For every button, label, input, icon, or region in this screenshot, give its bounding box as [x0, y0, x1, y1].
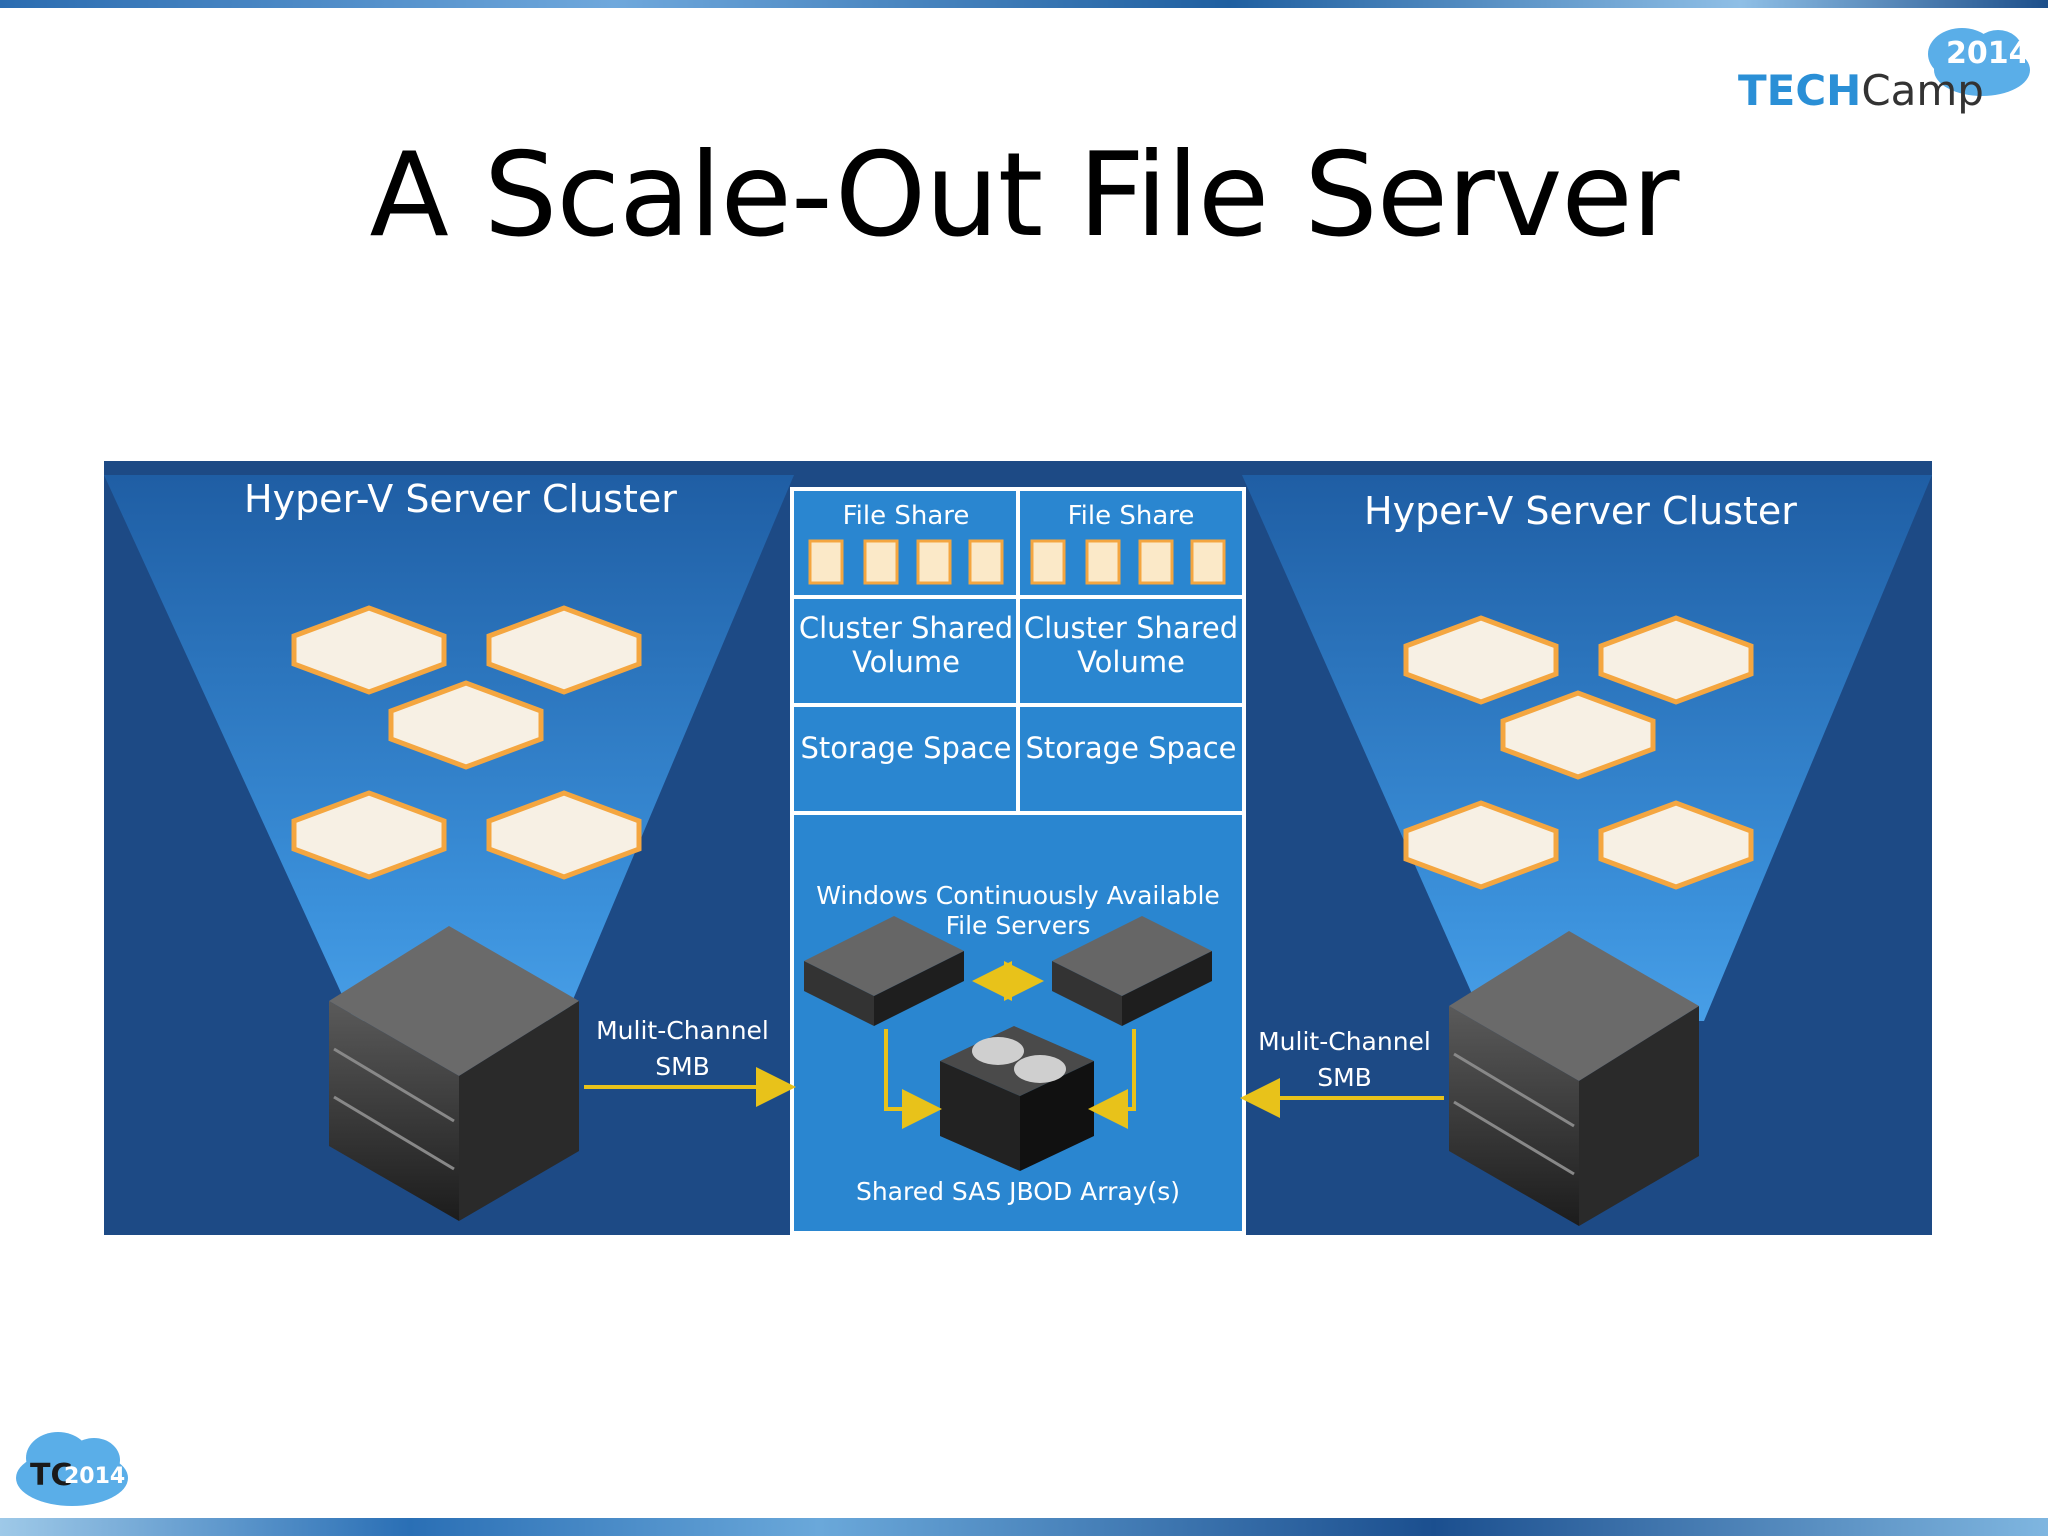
connectors — [584, 961, 1444, 1129]
right-smb-line-2: SMB — [1317, 1063, 1372, 1092]
jbod-array — [940, 1026, 1094, 1171]
center-cell-right: File Share Cluster Shared Volume Storage… — [1020, 491, 1242, 813]
left-smb-label: Mulit-Channel SMB — [580, 1013, 785, 1085]
bottom-decorative-band — [0, 1518, 2048, 1536]
left-cluster-title: Hyper-V Server Cluster — [244, 477, 677, 521]
footer-cloud-icon — [16, 1432, 128, 1506]
left-server-rack — [329, 926, 579, 1221]
logo-tech: TECH — [1738, 66, 1862, 115]
file-servers-line-1: Windows Continuously Available — [816, 881, 1220, 910]
file-share-label: File Share — [1067, 501, 1195, 531]
right-smb-line-1: Mulit-Channel — [1258, 1027, 1431, 1056]
right-vm-boxes — [1403, 615, 1754, 890]
csv-label-line-2: Volume — [1077, 645, 1185, 679]
techcamp-logo: 2014 TECHCamp — [1730, 14, 2030, 124]
csv-label-line-1: Cluster Shared — [1023, 611, 1239, 645]
left-vm-boxes — [291, 605, 642, 880]
file-icons — [808, 539, 1226, 585]
logo-wordmark: TECHCamp — [1738, 66, 1984, 115]
diagram-graphics — [104, 475, 1932, 1235]
footer-logo: TC 2014 — [10, 1420, 140, 1510]
file-server-right — [1052, 916, 1212, 1026]
left-smb-line-1: Mulit-Channel — [596, 1016, 769, 1045]
right-cluster-title: Hyper-V Server Cluster — [1364, 489, 1797, 533]
csv-label-line-1: Cluster Shared — [798, 611, 1014, 645]
storage-space-label: Storage Space — [800, 731, 1012, 765]
file-server-left — [804, 916, 964, 1026]
file-servers-label: Windows Continuously Available File Serv… — [794, 881, 1242, 941]
center-cell-left: File Share Cluster Shared Volume Storage… — [794, 491, 1018, 813]
right-smb-label: Mulit-Channel SMB — [1242, 1024, 1447, 1096]
csv-label-line-2: Volume — [852, 645, 960, 679]
file-servers-line-2: File Servers — [945, 911, 1091, 940]
footer-logo-year: 2014 — [64, 1464, 126, 1489]
footer-logo-letters: TC — [30, 1458, 73, 1493]
left-smb-line-2: SMB — [655, 1052, 710, 1081]
storage-space-label: Storage Space — [1025, 731, 1237, 765]
right-server-rack — [1449, 931, 1699, 1226]
top-decorative-band — [0, 0, 2048, 8]
logo-year: 2014 — [1946, 36, 2030, 71]
page-title: A Scale-Out File Server — [369, 128, 1680, 263]
file-share-label: File Share — [842, 501, 970, 531]
jbod-label: Shared SAS JBOD Array(s) — [855, 1177, 1181, 1206]
cloud-icon — [1928, 28, 2030, 96]
logo-camp: Camp — [1861, 66, 1984, 115]
scale-out-diagram: Hyper-V Server Cluster Hyper-V Server Cl… — [104, 461, 1932, 1235]
